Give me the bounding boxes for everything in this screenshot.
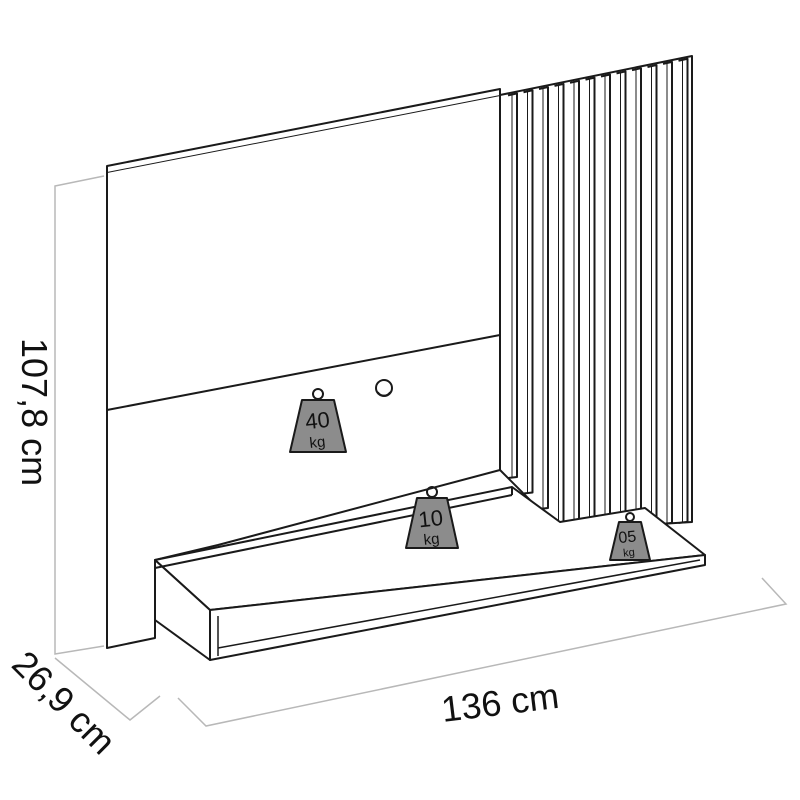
width-dimension-line (177, 577, 788, 727)
width-label: 136 cm (439, 675, 561, 730)
weight-body (405, 497, 459, 549)
weight-body (289, 399, 347, 453)
cable-hole-inner (377, 391, 391, 397)
dimension-lines (54, 175, 788, 727)
slat-panel (499, 55, 693, 531)
weight-value-shelf: 10 (417, 505, 444, 532)
weight-icon-side: 05 kg (609, 512, 651, 561)
weight-value-panel: 40 (304, 407, 331, 434)
depth-dimension-line (54, 657, 161, 721)
weight-unit-shelf: kg (423, 530, 441, 549)
panel-split-line (106, 334, 501, 411)
height-label: 107,8 cm (14, 338, 55, 486)
height-dimension-line (54, 175, 105, 655)
drawer-line (217, 559, 701, 649)
weight-unit-side: kg (623, 547, 636, 560)
weight-value-side: 05 (618, 528, 638, 547)
shelf-back-edge (154, 494, 513, 569)
weight-icon-panel: 40 kg (289, 388, 347, 453)
depth-label: 26,9 cm (4, 643, 124, 763)
shelf-side-face (154, 559, 211, 661)
weight-body (609, 521, 651, 561)
weight-unit-panel: kg (309, 433, 327, 452)
panel-top-edge (106, 88, 501, 172)
weight-icon-shelf: 10 kg (405, 486, 459, 549)
